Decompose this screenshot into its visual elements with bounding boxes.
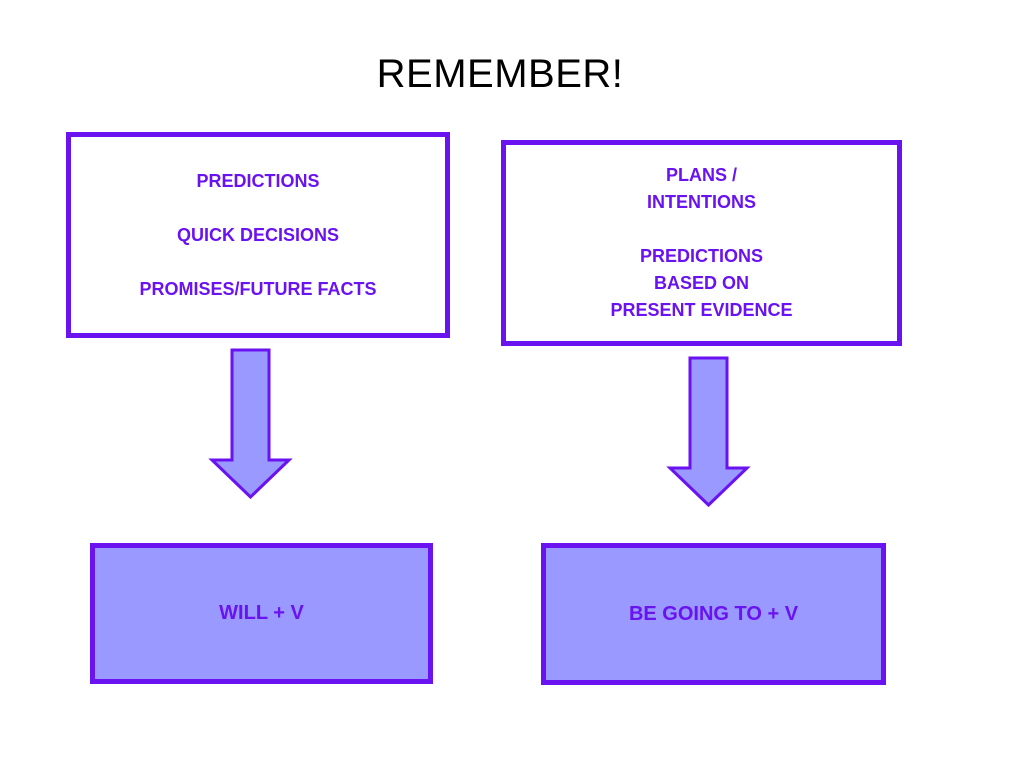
slide-title: REMEMBER! [376,52,624,96]
use-predictions-evidence: PREDICTIONS [639,246,763,266]
result-be-going-to-v-label: BE GOING TO + V [628,602,799,625]
use-present-evidence: PRESENT EVIDENCE [610,300,793,320]
use-promises-future-facts: PROMISES/FUTURE FACTS [139,278,377,299]
use-based-on: BASED ON [653,273,749,293]
use-quick-decisions: QUICK DECISIONS [176,224,340,245]
result-will-v: WILL + V [90,543,433,684]
result-be-going-to-v: BE GOING TO + V [541,543,886,685]
uses-box-will: PREDICTIONS QUICK DECISIONS PROMISES/FUT… [66,132,450,338]
use-plans: PLANS / [665,165,737,185]
use-intentions: INTENTIONS [646,192,756,212]
uses-box-going-to: PLANS / INTENTIONS PREDICTIONS BASED ON … [501,140,902,346]
result-will-v-label: WILL + V [219,602,304,624]
arrow-down-icon [666,356,751,508]
arrow-down-icon [208,348,293,500]
use-predictions: PREDICTIONS [196,170,320,191]
